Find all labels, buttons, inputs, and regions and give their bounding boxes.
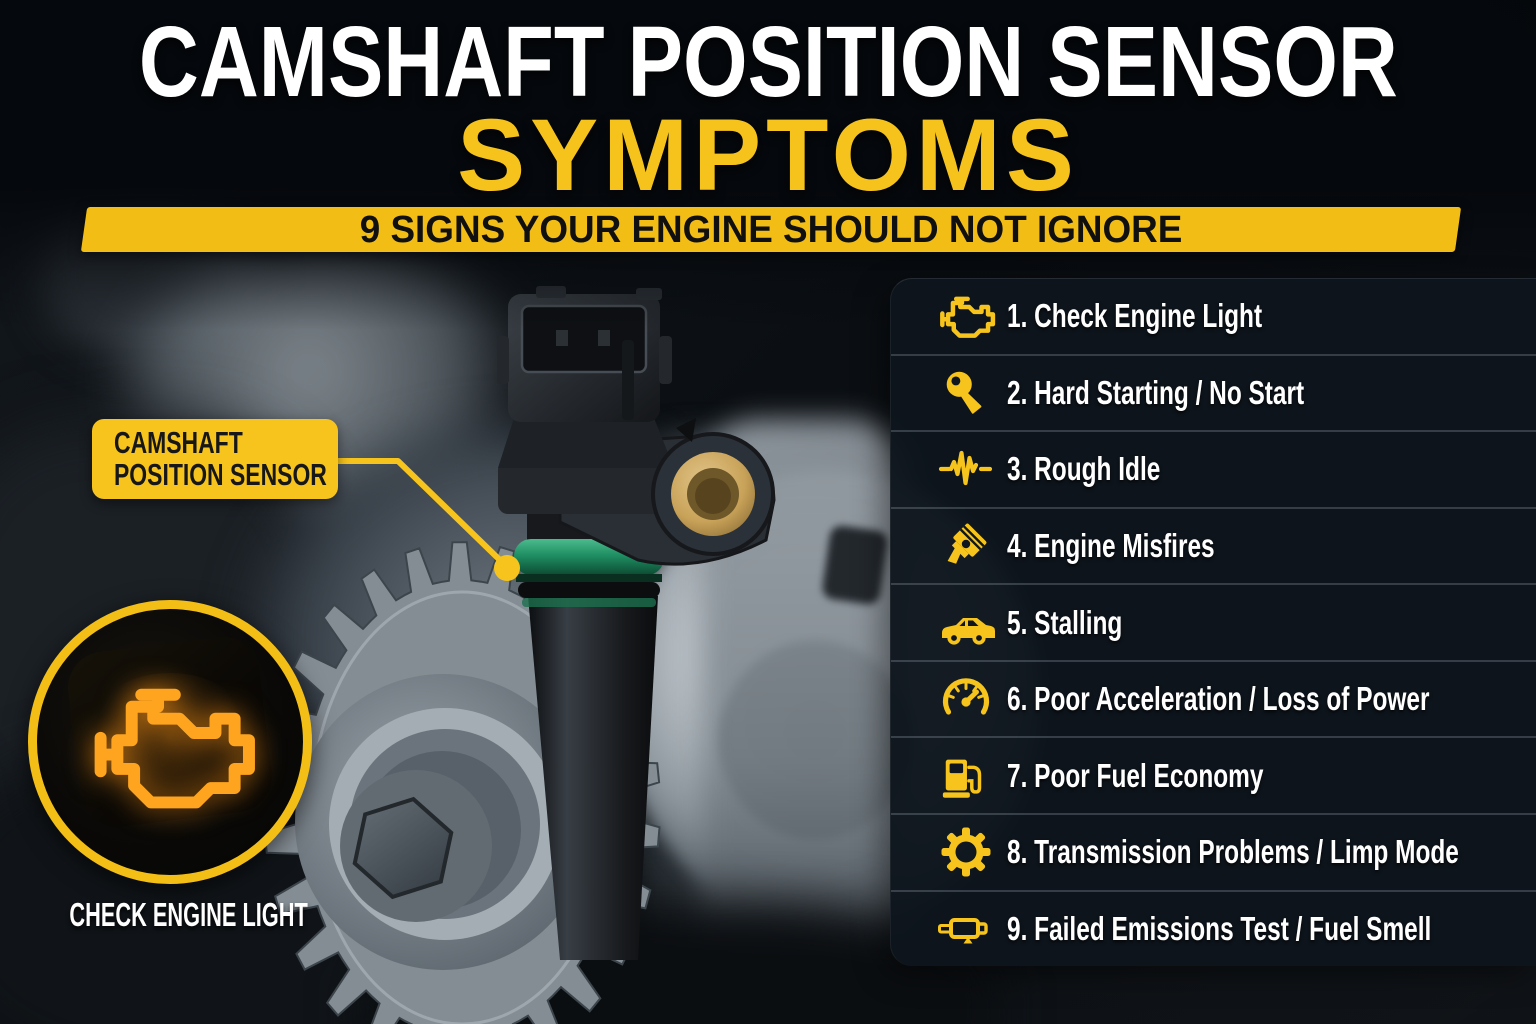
check-engine-warning-icon (94, 688, 255, 809)
muffler-icon (931, 901, 1001, 957)
symptom-row-9: 9. Failed Emissions Test / Fuel Smell (891, 889, 1536, 967)
symptom-label: 7. Poor Fuel Economy (1007, 756, 1264, 794)
check-engine-light-inset (28, 600, 312, 884)
symptom-label: 3. Rough Idle (1007, 450, 1161, 488)
symptom-row-3: 3. Rough Idle (891, 430, 1536, 507)
fuel-pump-icon (931, 748, 1001, 804)
symptom-label: 5. Stalling (1007, 603, 1123, 641)
symptom-label: 8. Transmission Problems / Limp Mode (1007, 833, 1459, 871)
symptom-row-2: 2. Hard Starting / No Start (891, 353, 1536, 431)
symptom-label: 1. Check Engine Light (1007, 297, 1263, 335)
piston-icon (931, 518, 1001, 574)
symptom-label: 9. Failed Emissions Test / Fuel Smell (1007, 909, 1432, 947)
symptom-row-8: 8. Transmission Problems / Limp Mode (891, 812, 1536, 890)
symptom-row-7: 7. Poor Fuel Economy (891, 736, 1536, 813)
symptom-row-6: 6. Poor Acceleration / Loss of Power (891, 659, 1536, 737)
sensor-callout-label: CAMSHAFT POSITION SENSOR (92, 419, 338, 499)
key-icon (931, 366, 1001, 420)
check-engine-icon (931, 293, 1001, 339)
symptoms-panel: 1. Check Engine Light 2. Hard Starting /… (890, 278, 1536, 966)
symptom-label: 4. Engine Misfires (1007, 526, 1215, 564)
check-engine-caption: CHECK ENGINE LIGHT (69, 896, 308, 933)
waveform-icon (931, 441, 1001, 497)
symptom-row-4: 4. Engine Misfires (891, 506, 1536, 584)
gear-icon (931, 824, 1001, 880)
symptom-label: 6. Poor Acceleration / Loss of Power (1007, 680, 1430, 718)
speedometer-icon (931, 671, 1001, 727)
car-icon (931, 595, 1001, 651)
page-subtitle: SYMPTOMS (457, 98, 1079, 212)
symptom-label: 2. Hard Starting / No Start (1007, 373, 1305, 411)
symptom-row-5: 5. Stalling (891, 583, 1536, 660)
symptom-row-1: 1. Check Engine Light (891, 279, 1536, 354)
banner-text: 9 SIGNS YOUR ENGINE SHOULD NOT IGNORE (359, 209, 1183, 251)
callout-line1: CAMSHAFT (114, 425, 243, 460)
page-title: CAMSHAFT POSITION SENSOR (138, 6, 1398, 118)
callout-line2: POSITION SENSOR (114, 457, 327, 492)
